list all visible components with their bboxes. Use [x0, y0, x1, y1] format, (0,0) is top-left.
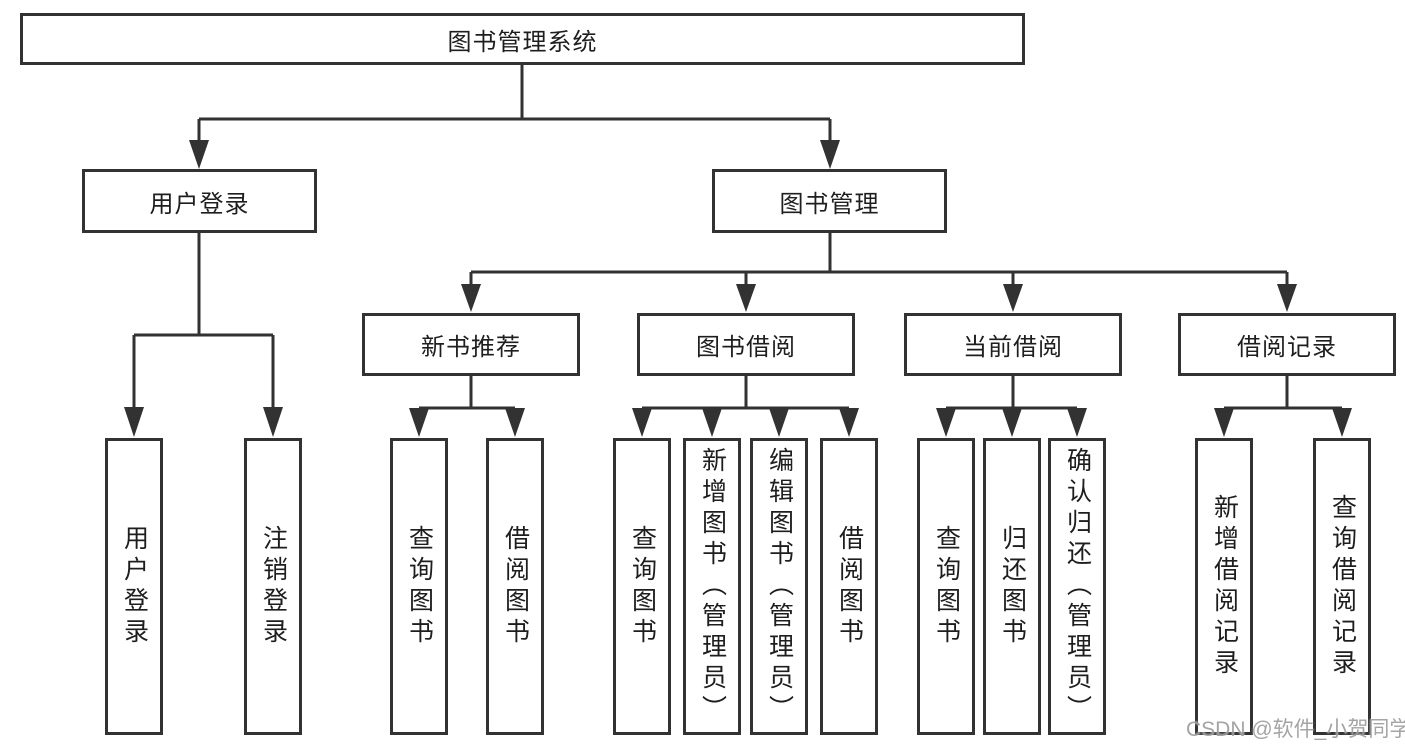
leaf-bb-edit-books-admin: 编辑图书（管理员） — [750, 438, 808, 735]
leaf-cb-confirm-return-admin-label: 确认归还（管理员） — [1063, 447, 1092, 726]
node-book-borrow-label: 图书借阅 — [696, 334, 796, 361]
leaf-br-query-record-label: 查询借阅记录 — [1328, 493, 1357, 680]
leaf-bb-borrow-books: 借阅图书 — [820, 438, 878, 735]
leaf-cb-query-books: 查询图书 — [917, 438, 975, 735]
leaf-bb-borrow-books-label: 借阅图书 — [835, 524, 864, 649]
node-current-borrow-label: 当前借阅 — [963, 334, 1063, 361]
leaf-nb-query-books-label: 查询图书 — [405, 524, 434, 649]
node-user-login: 用户登录 — [82, 169, 317, 233]
node-user-login-label: 用户登录 — [149, 190, 250, 218]
leaf-bb-add-books-admin-label: 新增图书（管理员） — [698, 447, 727, 726]
leaf-logout-label: 注销登录 — [259, 524, 288, 649]
leaf-cb-confirm-return-admin: 确认归还（管理员） — [1048, 438, 1106, 735]
leaf-br-add-record-label: 新增借阅记录 — [1210, 493, 1239, 680]
node-new-book-recommend: 新书推荐 — [362, 313, 580, 376]
leaf-br-add-record: 新增借阅记录 — [1195, 438, 1253, 735]
leaf-user-login: 用户登录 — [105, 438, 163, 735]
leaf-nb-query-books: 查询图书 — [390, 438, 448, 735]
node-borrow-records-label: 借阅记录 — [1237, 334, 1337, 361]
leaf-cb-return-books: 归还图书 — [983, 438, 1041, 735]
node-current-borrow: 当前借阅 — [904, 313, 1122, 376]
leaf-nb-borrow-books: 借阅图书 — [486, 438, 544, 735]
node-library-system-label: 图书管理系统 — [447, 28, 598, 56]
leaf-bb-add-books-admin: 新增图书（管理员） — [683, 438, 741, 735]
leaf-logout: 注销登录 — [244, 438, 302, 735]
node-book-borrow: 图书借阅 — [637, 313, 855, 376]
leaf-nb-borrow-books-label: 借阅图书 — [501, 524, 530, 649]
leaf-cb-return-books-label: 归还图书 — [998, 524, 1027, 649]
node-book-management-label: 图书管理 — [779, 190, 880, 218]
node-book-management: 图书管理 — [712, 169, 947, 233]
leaf-bb-query-books-label: 查询图书 — [628, 524, 657, 649]
leaf-bb-edit-books-admin-label: 编辑图书（管理员） — [765, 447, 794, 726]
leaf-user-login-label: 用户登录 — [120, 524, 149, 649]
leaf-br-query-record: 查询借阅记录 — [1313, 438, 1371, 735]
node-new-book-recommend-label: 新书推荐 — [421, 334, 521, 361]
leaf-cb-query-books-label: 查询图书 — [932, 524, 961, 649]
node-borrow-records: 借阅记录 — [1178, 313, 1396, 376]
csdn-watermark: CSDN @软件_小贺同学 — [1186, 718, 1405, 741]
leaf-bb-query-books: 查询图书 — [613, 438, 671, 735]
node-library-system: 图书管理系统 — [20, 13, 1025, 65]
